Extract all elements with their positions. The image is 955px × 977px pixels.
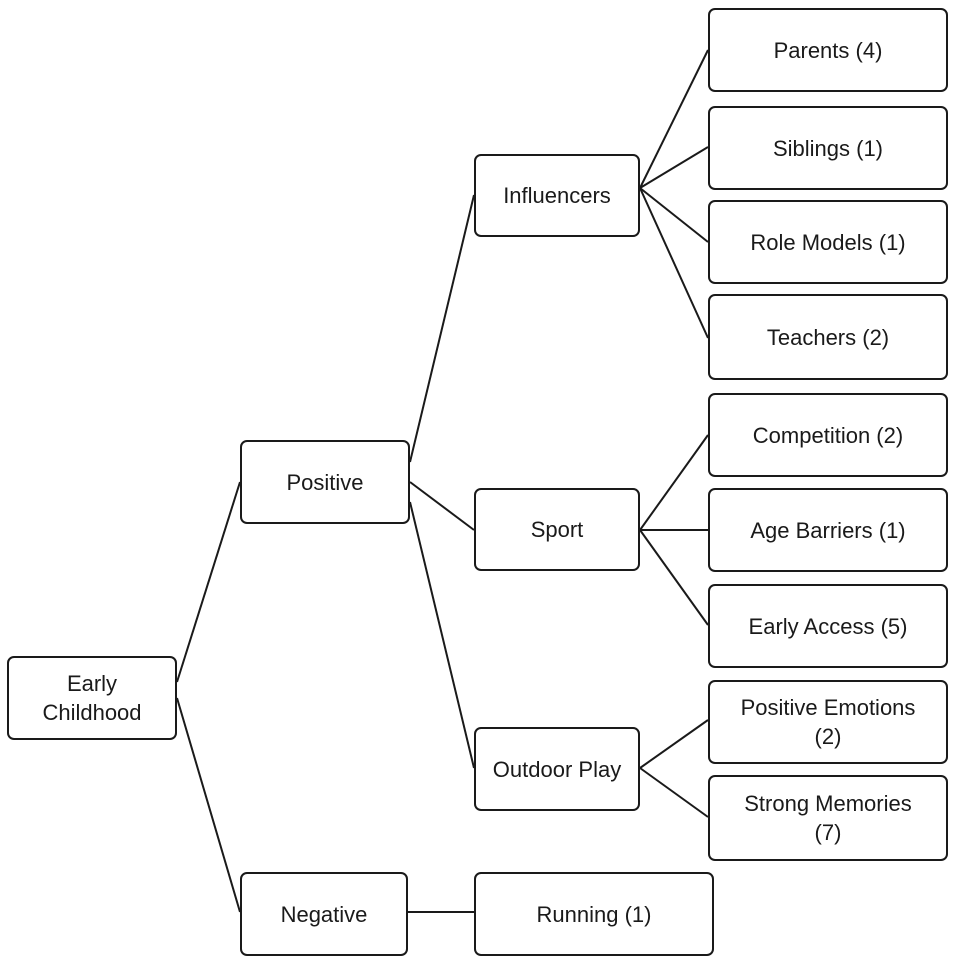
node-negative: Negative (240, 872, 408, 956)
node-outdoor-play: Outdoor Play (474, 727, 640, 811)
edge-influencers-teachers (639, 187, 709, 339)
edge-root-positive (176, 481, 241, 683)
node-role-models: Role Models (1) (708, 200, 948, 284)
edge-influencers-role-models (639, 187, 709, 243)
node-sport: Sport (474, 488, 640, 571)
edge-sport-early-access (639, 529, 709, 626)
edge-influencers-siblings (639, 146, 709, 189)
node-strong-memories: Strong Memories (7) (708, 775, 948, 861)
edge-outdoor-play-strong-memories (639, 767, 709, 818)
edge-outdoor-play-positive-emotions (639, 719, 709, 769)
node-influencers: Influencers (474, 154, 640, 237)
node-early-access: Early Access (5) (708, 584, 948, 668)
edge-positive-influencers (409, 194, 475, 463)
node-running: Running (1) (474, 872, 714, 956)
edge-positive-outdoor-play (409, 501, 475, 769)
edge-influencers-parents (639, 49, 709, 189)
node-early-childhood: Early Childhood (7, 656, 177, 740)
node-positive: Positive (240, 440, 410, 524)
node-siblings: Siblings (1) (708, 106, 948, 190)
edge-root-negative (176, 697, 241, 913)
node-teachers: Teachers (2) (708, 294, 948, 380)
node-competition: Competition (2) (708, 393, 948, 477)
node-age-barriers: Age Barriers (1) (708, 488, 948, 572)
node-positive-emotions: Positive Emotions (2) (708, 680, 948, 764)
edge-sport-competition (639, 434, 709, 531)
node-parents: Parents (4) (708, 8, 948, 92)
edge-positive-sport (409, 481, 475, 531)
